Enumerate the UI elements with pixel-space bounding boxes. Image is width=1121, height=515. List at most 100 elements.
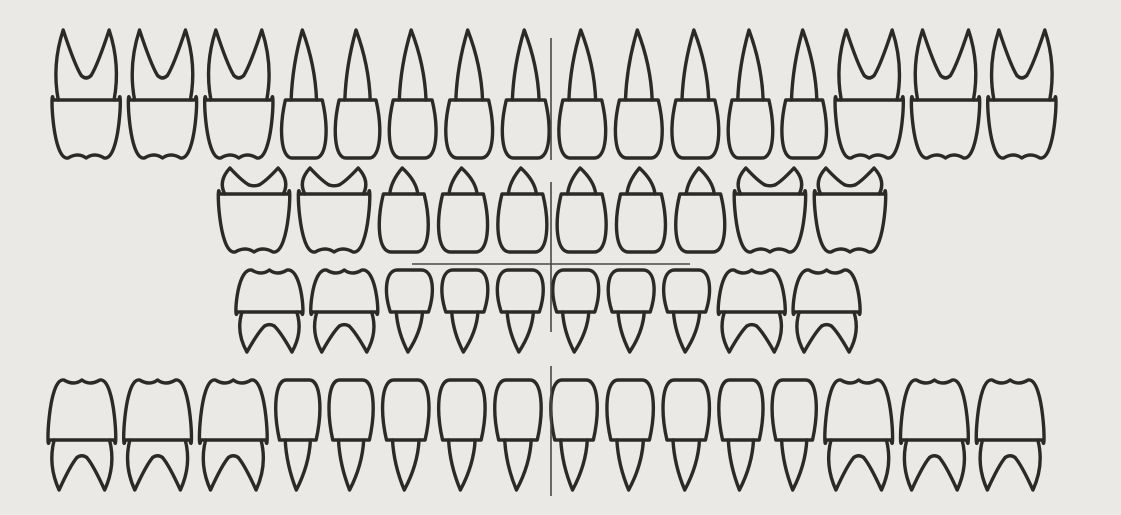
crown [557,194,606,252]
root [818,168,845,194]
tooth-canine [615,30,662,158]
root [209,30,234,100]
tooth-molar [236,270,303,352]
crown [615,100,662,158]
crown [128,97,196,158]
row-permanent-upper [52,30,1056,158]
tooth-incisor [439,168,488,252]
tooth-canine [379,168,428,252]
root [128,440,153,490]
tooth-incisor [495,380,541,490]
crown [276,380,320,440]
tooth-molar [124,380,192,490]
tooth-molar [128,30,196,158]
tooth-canine [664,270,710,352]
root [673,440,700,490]
root [203,440,228,490]
root [829,440,854,490]
root [915,30,940,100]
tooth-premolar [335,30,379,158]
tooth-molar [814,168,885,252]
tooth-premolar [719,380,763,490]
crown [439,380,485,440]
tooth-molar [218,168,289,252]
root [452,312,478,352]
tooth-molar [835,30,903,158]
root [569,30,596,100]
tooth-molar [199,380,267,490]
tooth-incisor [442,270,488,352]
root [349,312,374,352]
crown [329,380,373,440]
crown [495,380,541,440]
root [158,76,168,78]
root [791,30,816,100]
root [315,312,340,352]
root [274,312,299,352]
root [240,312,265,352]
root [939,440,964,490]
root [561,440,588,490]
root [904,440,929,490]
crown [782,100,826,158]
crown [814,191,885,252]
root [162,440,187,490]
crown [664,270,710,312]
root [329,185,339,186]
root [950,30,975,100]
root [302,168,329,194]
crown [551,380,597,440]
root [338,440,363,490]
root [839,30,864,100]
root [259,168,286,194]
tooth-premolar [782,30,826,158]
crown [124,380,192,443]
root [449,440,476,490]
tooth-premolar [282,30,326,158]
tooth-incisor [608,270,654,352]
root [673,312,699,352]
crown [498,194,547,252]
root [153,456,163,458]
tooth-molar [298,168,369,252]
tooth-molar [205,30,273,158]
tooth-molar [48,380,116,490]
root [864,440,889,490]
crown [901,380,969,443]
root [757,312,782,352]
root [91,30,116,100]
crown [205,97,273,158]
tooth-canine [383,380,429,490]
root [682,30,709,100]
tooth-premolar [772,380,816,490]
crown [439,194,488,252]
root [345,30,370,100]
midline-guides [412,38,690,496]
root [617,440,644,490]
crown [553,270,599,312]
crown [676,194,725,252]
root [845,185,855,186]
root [1017,76,1027,78]
crown [282,100,326,158]
root [738,168,765,194]
root [874,30,899,100]
crown [734,191,805,252]
root [56,30,81,100]
crown [311,270,378,314]
root [775,168,802,194]
root [627,168,655,194]
root [782,440,807,490]
crown [298,191,369,252]
root [831,312,856,352]
crown [825,380,893,443]
root [765,185,775,186]
root [228,456,238,458]
root [87,440,112,490]
crown [772,380,816,440]
crown [52,97,120,158]
crown [218,191,289,252]
root [568,168,596,194]
root [563,312,589,352]
root [234,76,244,78]
